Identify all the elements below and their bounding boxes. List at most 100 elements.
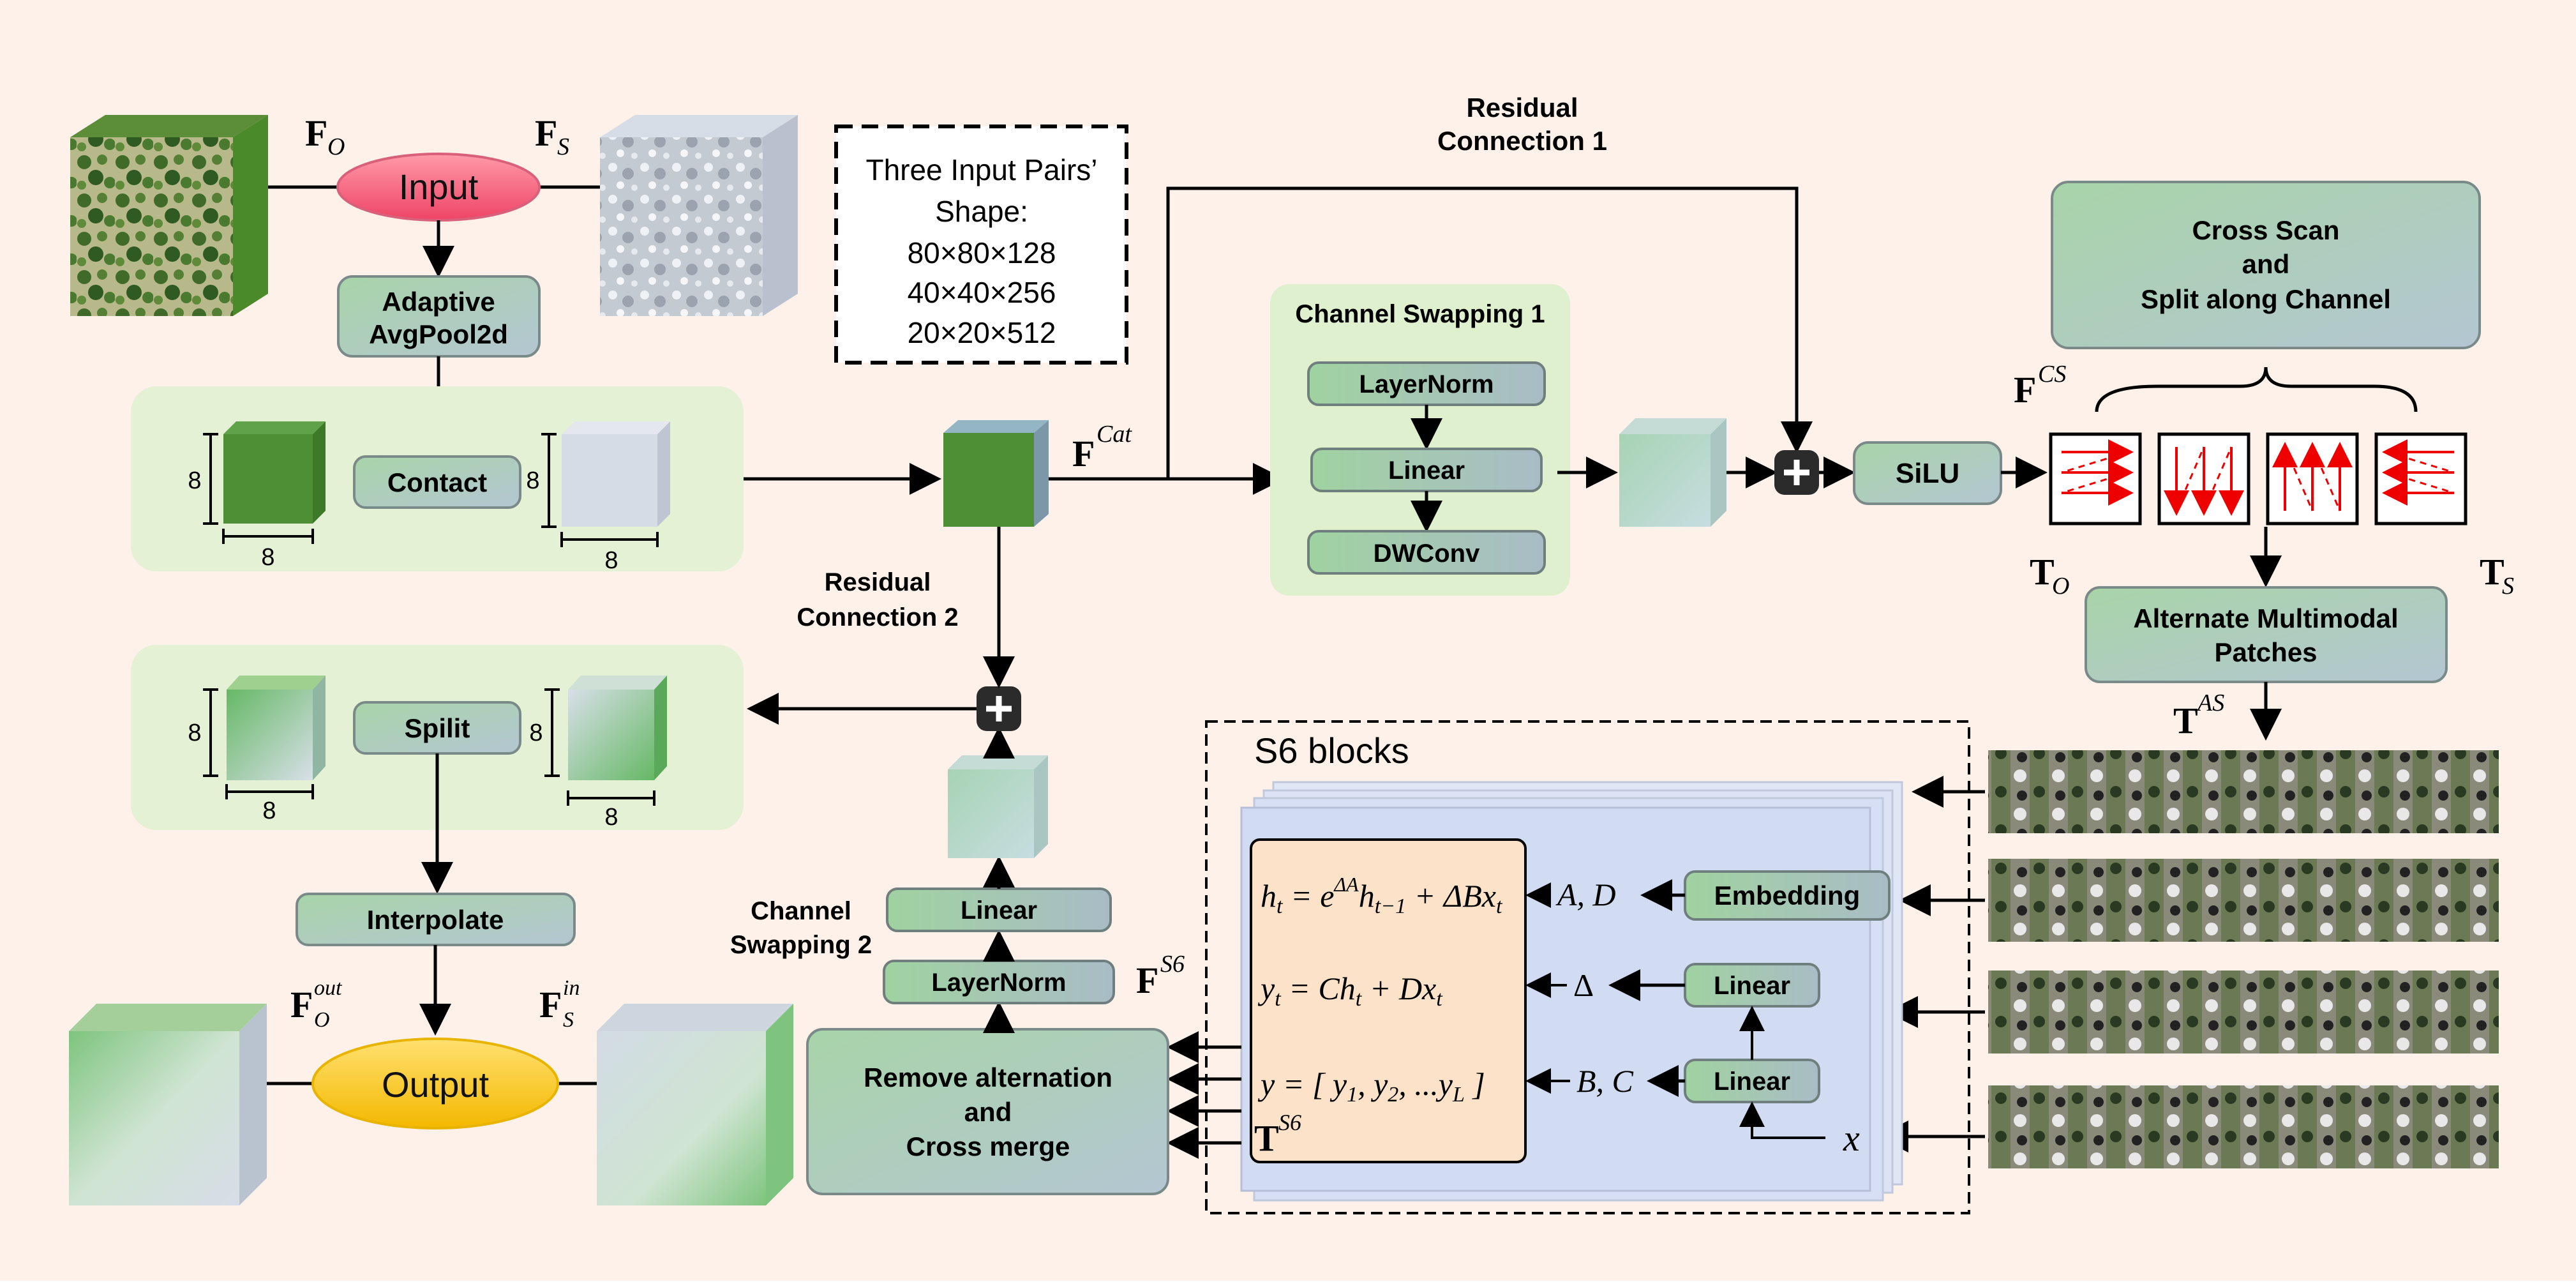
equation-h: ht = eΔAht−1 + ΔBxt [1261,873,1503,918]
svg-text:Residual: Residual [825,568,931,596]
split-cube-left [227,676,326,780]
f-o-out-label: F out O [290,976,343,1032]
svg-text:F: F [1136,960,1158,1001]
dim-marks-split-right [544,688,655,806]
svg-text:Embedding: Embedding [1714,880,1861,910]
add-node-2 [977,686,1021,731]
t-as-label: T AS [2173,690,2224,741]
residual-connection-2-label: Residual Connection 2 [797,568,958,631]
cross-scan-box: Cross Scan and Split along Channel [2051,181,2481,349]
contact-cube-left [223,421,326,524]
dim-split-left-h: 8 [262,797,276,824]
s6-blocks-title: S6 blocks [1254,730,1409,771]
svg-text:in: in [563,976,580,1000]
svg-text:T: T [1254,1117,1279,1159]
t-s-label: T S [2480,551,2514,600]
svg-text:DWConv: DWConv [1374,540,1480,568]
s6-equations-box: ht = eΔAht−1 + ΔBxt yt = Cht + Dxt y = [… [1250,838,1527,1163]
svg-text:AS: AS [2196,690,2224,716]
svg-text:CS: CS [2038,361,2066,388]
dim-split-right-h: 8 [604,804,618,831]
svg-text:Shape:: Shape: [935,195,1028,228]
svg-text:Adaptive: Adaptive [382,287,495,317]
svg-text:O: O [2052,573,2069,600]
scan-direction-2 [2157,432,2250,525]
cs2-layernorm-box: LayerNorm [883,960,1115,1004]
spilit-box: Spilit [353,701,521,755]
dim-marks-split-left [203,688,314,799]
alternate-multimodal-patches-box: Alternate Multimodal Patches [2085,586,2448,683]
svg-text:S: S [2502,573,2514,600]
f-s-label: F S [535,112,569,160]
svg-text:F: F [305,112,327,154]
svg-text:Spilit: Spilit [405,713,470,743]
svg-text:F: F [1072,433,1095,474]
dim-left-v: 8 [188,467,201,494]
svg-text:Channel: Channel [751,897,851,925]
svg-text:S: S [563,1008,574,1032]
svg-text:Cross merge: Cross merge [906,1131,1070,1161]
svg-text:Three Input Pairs’: Three Input Pairs’ [865,153,1097,186]
f-cat-label: F Cat [1072,421,1132,474]
svg-text:Connection 1: Connection 1 [1437,126,1607,156]
output-node: Output [311,1038,559,1129]
svg-text:S: S [557,133,569,160]
t-o-label: T O [2030,551,2069,600]
s6-x-label: x [1843,1117,1860,1159]
svg-text:Remove alternation: Remove alternation [864,1062,1112,1092]
contact-box: Contact [353,455,521,509]
svg-text:Patches: Patches [2214,637,2317,667]
dim-split-left-v: 8 [188,720,201,746]
svg-text:T: T [2030,551,2055,593]
equation-y-ch: yt = Cht + Dxt [1257,971,1443,1011]
svg-text:Contact: Contact [387,467,487,497]
svg-text:T: T [2480,551,2505,593]
input-node: Input [336,153,541,222]
adaptive-avgpool-box: Adaptive AvgPool2d [337,275,541,358]
svg-text:F: F [539,984,562,1025]
t-s6-label: T S6 [1254,1110,1301,1159]
svg-text:Interpolate: Interpolate [367,905,504,935]
svg-text:O: O [327,133,345,160]
f-s-in-label: F in S [539,976,580,1032]
svg-text:Swapping 2: Swapping 2 [730,931,872,959]
patch-strip-4 [1988,1085,2499,1168]
svg-text:Alternate Multimodal: Alternate Multimodal [2133,603,2398,633]
s6-delta-label: Δ [1573,967,1594,1003]
sar-input-cube [600,115,798,316]
scan-direction-4 [2374,432,2467,525]
input-shape-note: Three Input Pairs’ Shape: 80×80×128 40×4… [834,125,1128,365]
cross-scan-brace [2095,366,2418,412]
svg-text:F: F [2014,369,2036,411]
svg-text:Channel Swapping 1: Channel Swapping 1 [1295,300,1545,328]
svg-text:Split along Channel: Split along Channel [2141,284,2391,314]
split-cube-right [568,676,667,780]
svg-text:Linear: Linear [1714,1068,1790,1096]
cs2-linear-box: Linear [886,887,1112,932]
dim-marks-contact-right [541,433,659,547]
dim-left-h: 8 [261,544,274,571]
patch-strip-1 [1988,750,2499,833]
dim-right-v: 8 [526,467,539,494]
dim-right-h: 8 [604,547,618,574]
patch-strip-2 [1988,859,2499,942]
silu-box: SiLU [1853,441,2002,505]
svg-text:S6: S6 [1160,951,1185,978]
f-cat-cube [943,420,1049,527]
svg-text:Input: Input [399,167,479,207]
sar-output-cube [597,1004,793,1205]
interpolate-box: Interpolate [296,893,576,946]
optical-output-cube [69,1004,267,1205]
svg-text:Cross Scan: Cross Scan [2192,215,2339,245]
scan-direction-1 [2049,432,2142,525]
svg-text:Residual: Residual [1466,93,1578,123]
svg-text:20×20×512: 20×20×512 [908,316,1056,349]
cs2-output-cube [948,755,1048,858]
s6-linear-bc-box: Linear [1684,1059,1820,1103]
svg-text:and: and [2242,249,2290,279]
channel-swapping-2-label: Channel Swapping 2 [730,897,872,959]
s6-blocks-container [1205,720,1970,1214]
svg-text:F: F [535,112,557,154]
